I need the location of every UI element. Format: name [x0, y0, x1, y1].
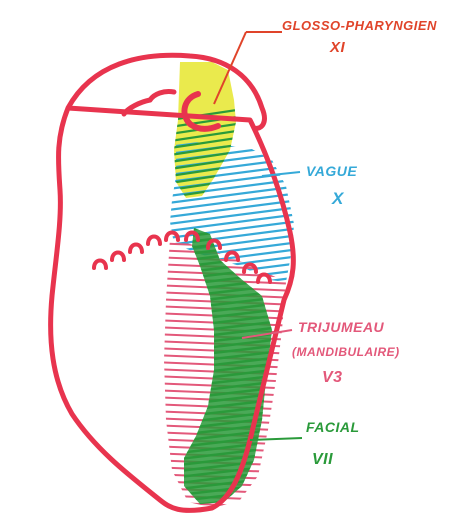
vague-leader-line [262, 172, 300, 176]
facial-zone [170, 212, 290, 510]
facial-numeral: VII [312, 451, 333, 468]
papilla-arc [112, 253, 124, 261]
papilla-arc [258, 275, 270, 283]
trijumeau-label: TRIJUMEAU [298, 319, 385, 335]
facial-label: FACIAL [306, 419, 360, 435]
papilla-arc [186, 233, 198, 241]
glosso-label: GLOSSO-PHARYNGIEN [282, 18, 437, 33]
trijumeau-sub: (MANDIBULAIRE) [292, 345, 400, 359]
papilla-arc [130, 245, 142, 253]
trijumeau-numeral: V3 [322, 369, 343, 386]
papilla-arc [166, 233, 178, 241]
papilla-arc [148, 237, 160, 245]
papilla-arc [226, 253, 238, 261]
glosso-numeral: XI [329, 39, 346, 56]
vague-label: VAGUE [306, 163, 357, 179]
papilla-arc [94, 261, 106, 269]
tongue-notch [150, 91, 174, 100]
vague-numeral: X [331, 189, 345, 208]
